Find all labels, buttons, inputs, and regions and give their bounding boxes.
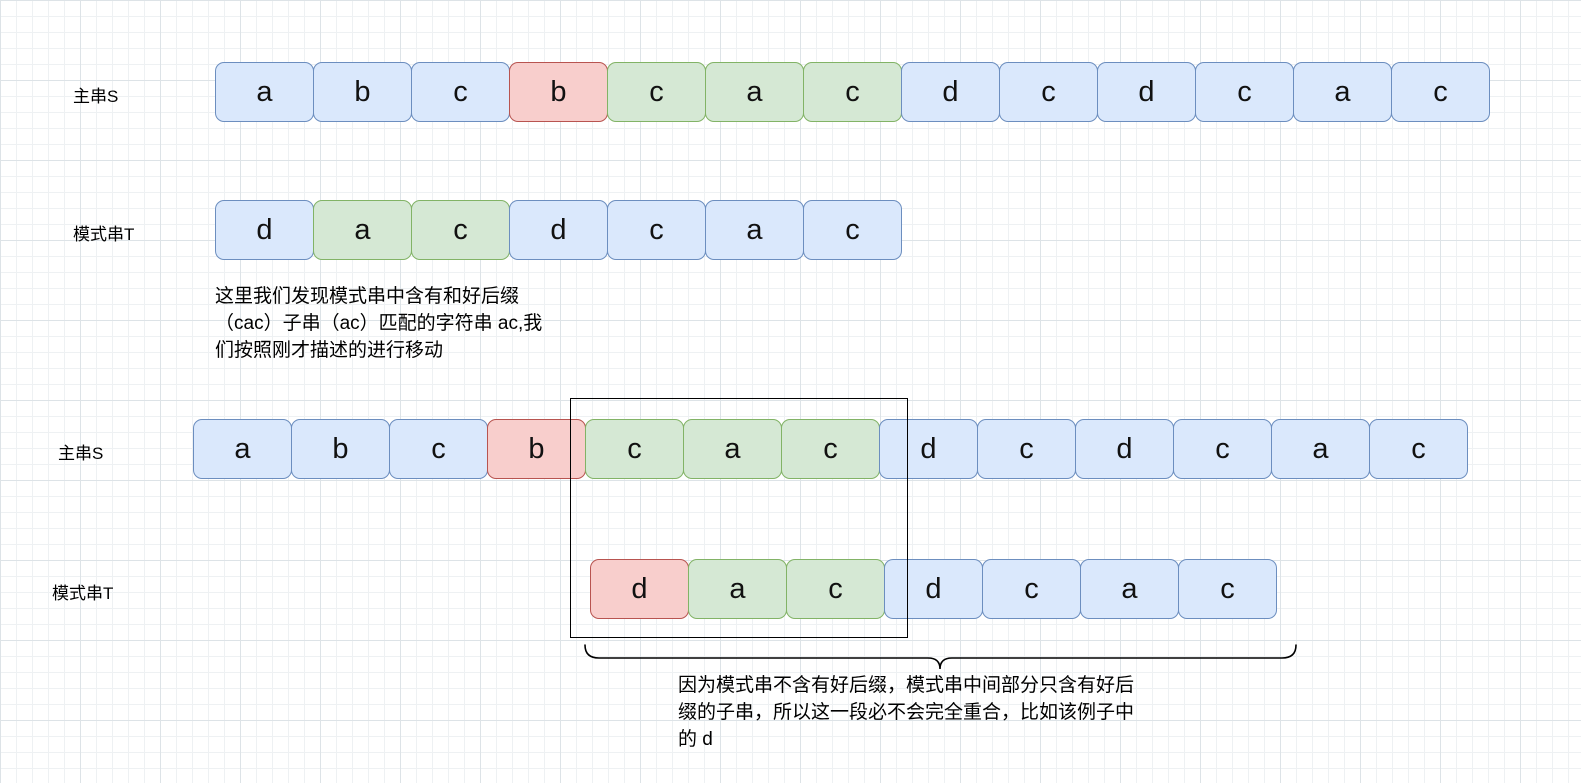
string-cell: c <box>982 559 1081 619</box>
row-label-main-s-top: 主串S <box>73 87 119 106</box>
string-cell: c <box>1369 419 1468 479</box>
note-line: 这里我们发现模式串中含有和好后缀 <box>215 286 520 307</box>
string-cell: a <box>688 559 787 619</box>
string-cell: a <box>193 419 292 479</box>
string-cell: d <box>590 559 689 619</box>
note-line: 的 d <box>678 729 713 750</box>
string-cell: c <box>999 62 1098 122</box>
string-cell: c <box>607 200 706 260</box>
string-cell: d <box>509 200 608 260</box>
string-cell: b <box>487 419 586 479</box>
string-cell: c <box>803 62 902 122</box>
row-label-pattern-t-bottom: 模式串T <box>52 584 114 603</box>
string-cell: d <box>1075 419 1174 479</box>
string-cell: c <box>607 62 706 122</box>
string-cell: a <box>215 62 314 122</box>
string-cell: a <box>705 200 804 260</box>
annotation-note-overlap: 因为模式串不含有好后缀，模式串中间部分只含有好后 缀的子串，所以这一段必不会完全… <box>678 672 1134 753</box>
string-cell: a <box>313 200 412 260</box>
string-cell: d <box>1097 62 1196 122</box>
string-cell: c <box>1173 419 1272 479</box>
string-cell: a <box>705 62 804 122</box>
note-line: 缀的子串，所以这一段必不会完全重合，比如该例子中 <box>678 702 1135 723</box>
string-cell: d <box>901 62 1000 122</box>
curly-brace <box>584 644 1297 670</box>
annotation-note-shift: 这里我们发现模式串中含有和好后缀 （cac）子串（ac）匹配的字符串 ac,我 … <box>215 283 542 364</box>
string-cell: c <box>411 200 510 260</box>
note-line: 们按照刚才描述的进行移动 <box>215 340 444 361</box>
string-cell: a <box>1080 559 1179 619</box>
note-line: 因为模式串不含有好后缀，模式串中间部分只含有好后 <box>678 675 1135 696</box>
string-cell: b <box>509 62 608 122</box>
string-cell: c <box>977 419 1076 479</box>
string-cell: a <box>1293 62 1392 122</box>
string-cell: c <box>786 559 885 619</box>
string-cell: c <box>411 62 510 122</box>
string-cell: a <box>683 419 782 479</box>
string-cell: c <box>1391 62 1490 122</box>
row-label-main-s-bottom: 主串S <box>58 444 104 463</box>
string-cell: d <box>879 419 978 479</box>
string-cell: c <box>1195 62 1294 122</box>
note-line: （cac）子串（ac）匹配的字符串 ac,我 <box>215 313 543 334</box>
string-cell: d <box>215 200 314 260</box>
string-cell: c <box>389 419 488 479</box>
string-cell: a <box>1271 419 1370 479</box>
row-label-pattern-t-top: 模式串T <box>73 225 135 244</box>
string-cell: c <box>803 200 902 260</box>
string-cell: b <box>313 62 412 122</box>
highlight-rectangle <box>570 398 908 638</box>
string-cell: c <box>1178 559 1277 619</box>
string-cell: d <box>884 559 983 619</box>
string-cell: b <box>291 419 390 479</box>
